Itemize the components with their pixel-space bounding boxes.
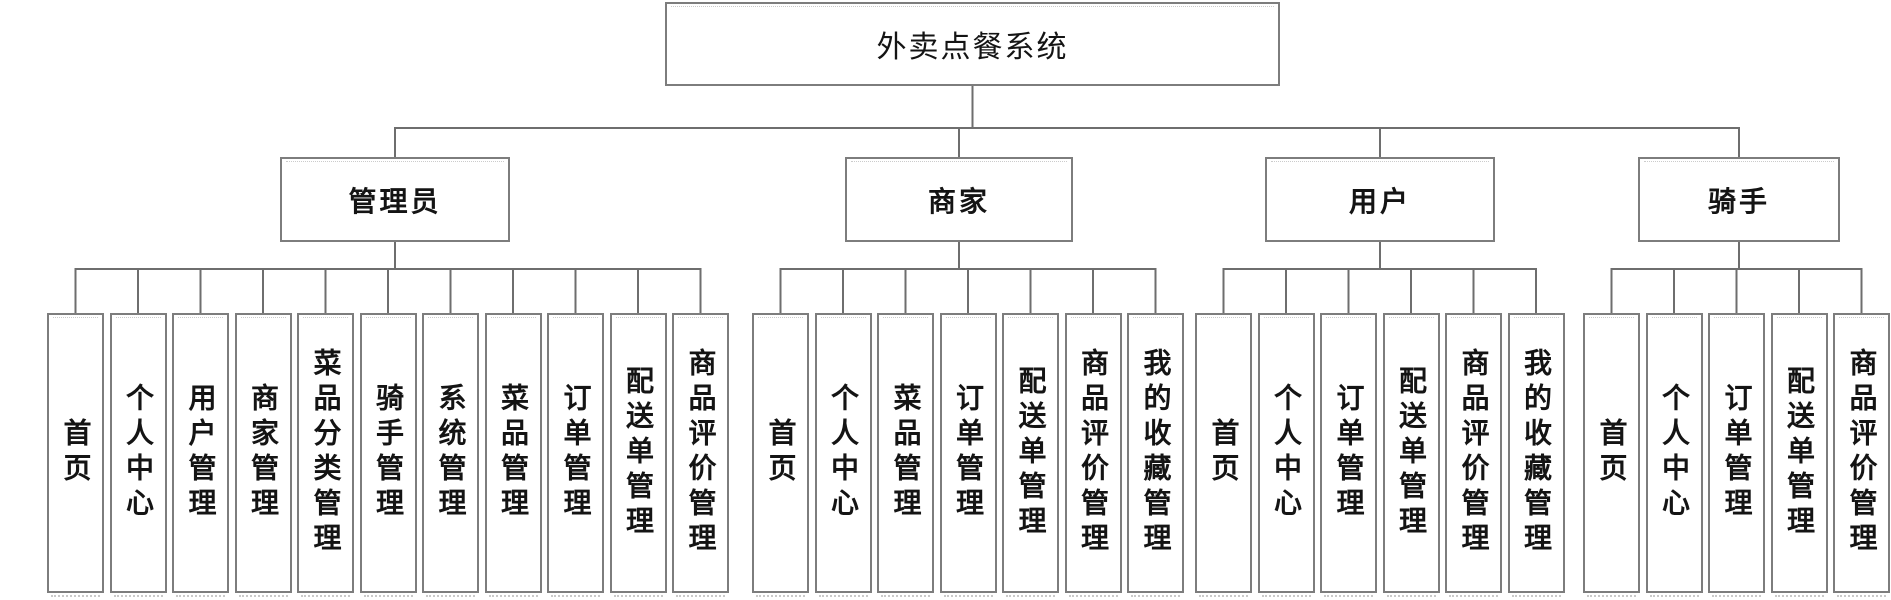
leaf-node-user-2: 订单管理 xyxy=(1320,313,1377,597)
leaf-node-label: 用户管理 xyxy=(185,383,217,523)
leaf-node-user-4: 商品评价管理 xyxy=(1445,313,1502,597)
leaf-node-label: 个人中心 xyxy=(828,383,859,523)
leaf-node-admin-1: 个人中心 xyxy=(109,313,167,597)
leaf-node-label: 首页 xyxy=(60,418,92,488)
leaf-node-admin-6: 系统管理 xyxy=(422,313,479,597)
leaf-node-label: 我的收藏管理 xyxy=(1521,348,1552,558)
group-node-rider: 骑手 xyxy=(1638,157,1840,242)
leaf-node-label: 骑手管理 xyxy=(373,383,404,523)
group-node-admin: 管理员 xyxy=(280,157,510,242)
leaf-node-label: 个人中心 xyxy=(123,383,154,523)
leaf-node-label: 我的收藏管理 xyxy=(1140,348,1172,558)
leaf-node-label: 配送单管理 xyxy=(1396,365,1427,541)
leaf-node-label: 商家管理 xyxy=(248,383,279,523)
leaf-node-user-1: 个人中心 xyxy=(1257,313,1315,597)
leaf-node-label: 首页 xyxy=(765,418,797,488)
leaf-node-label: 配送单管理 xyxy=(1015,365,1047,541)
leaf-node-rider-4: 商品评价管理 xyxy=(1833,313,1890,597)
leaf-node-label: 系统管理 xyxy=(435,383,467,523)
leaf-node-user-5: 我的收藏管理 xyxy=(1507,313,1565,597)
leaf-node-admin-2: 用户管理 xyxy=(172,313,229,597)
leaf-node-merchant-1: 个人中心 xyxy=(814,313,872,597)
leaf-node-label: 菜品管理 xyxy=(890,383,922,523)
leaf-node-label: 菜品管理 xyxy=(498,383,529,523)
leaf-node-admin-9: 配送单管理 xyxy=(609,313,667,597)
group-node-merchant: 商家 xyxy=(845,157,1073,242)
group-node-label: 用户 xyxy=(1348,185,1411,217)
leaf-node-label: 首页 xyxy=(1596,418,1628,488)
leaf-node-admin-7: 菜品管理 xyxy=(484,313,542,597)
leaf-node-merchant-4: 配送单管理 xyxy=(1002,313,1059,597)
leaf-node-label: 配送单管理 xyxy=(1784,365,1815,541)
leaf-node-user-3: 配送单管理 xyxy=(1382,313,1440,597)
root-node: 外卖点餐系统 xyxy=(665,2,1280,86)
group-node-label: 商家 xyxy=(927,185,990,217)
leaf-node-label: 菜品分类管理 xyxy=(310,348,342,558)
leaf-node-merchant-3: 订单管理 xyxy=(939,313,997,597)
leaf-node-admin-10: 商品评价管理 xyxy=(672,313,729,597)
group-node-label: 骑手 xyxy=(1707,185,1770,217)
leaf-node-merchant-0: 首页 xyxy=(752,313,809,597)
leaf-node-user-0: 首页 xyxy=(1195,313,1252,597)
leaf-node-label: 订单管理 xyxy=(1333,383,1365,523)
leaf-node-admin-4: 菜品分类管理 xyxy=(297,313,354,597)
leaf-node-rider-0: 首页 xyxy=(1583,313,1640,597)
group-node-label: 管理员 xyxy=(348,185,442,217)
leaf-node-rider-1: 个人中心 xyxy=(1645,313,1703,597)
leaf-node-label: 配送单管理 xyxy=(623,365,654,541)
leaf-node-rider-3: 配送单管理 xyxy=(1770,313,1828,597)
leaf-node-label: 商品评价管理 xyxy=(685,348,717,558)
leaf-node-label: 订单管理 xyxy=(1721,383,1753,523)
leaf-node-label: 订单管理 xyxy=(953,383,984,523)
leaf-node-label: 商品评价管理 xyxy=(1458,348,1490,558)
leaf-node-admin-8: 订单管理 xyxy=(547,313,604,597)
leaf-node-merchant-5: 商品评价管理 xyxy=(1064,313,1122,597)
group-node-user: 用户 xyxy=(1265,157,1495,242)
leaf-node-admin-0: 首页 xyxy=(47,313,104,597)
leaf-node-label: 个人中心 xyxy=(1271,383,1302,523)
leaf-node-label: 个人中心 xyxy=(1659,383,1690,523)
leaf-node-label: 商品评价管理 xyxy=(1846,348,1878,558)
leaf-node-admin-3: 商家管理 xyxy=(234,313,292,597)
leaf-node-rider-2: 订单管理 xyxy=(1708,313,1765,597)
leaf-node-merchant-2: 菜品管理 xyxy=(877,313,934,597)
leaf-node-merchant-6: 我的收藏管理 xyxy=(1127,313,1184,597)
leaf-node-admin-5: 骑手管理 xyxy=(359,313,417,597)
leaf-node-label: 首页 xyxy=(1208,418,1240,488)
leaf-node-label: 商品评价管理 xyxy=(1078,348,1109,558)
leaf-node-label: 订单管理 xyxy=(560,383,592,523)
root-node-label: 外卖点餐系统 xyxy=(876,31,1069,64)
